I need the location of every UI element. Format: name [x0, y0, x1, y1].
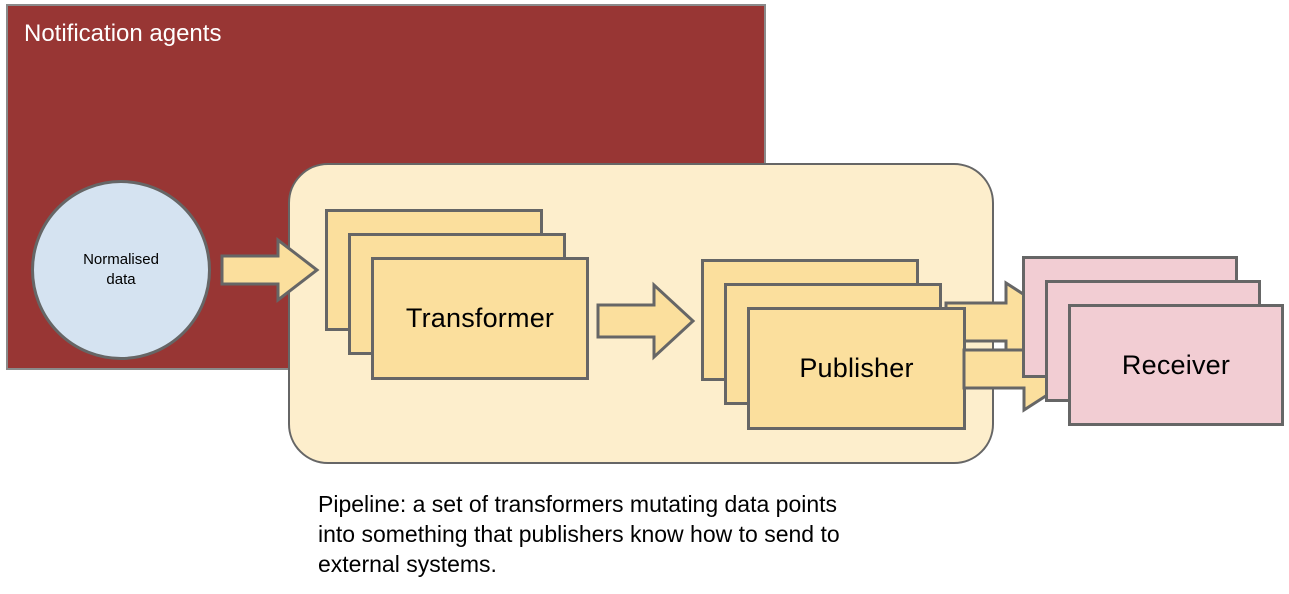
normalised-data-label-line2: data [106, 271, 136, 288]
notification-agents-label: Notification agents [24, 20, 222, 47]
receiver-stack: Receiver [1022, 256, 1288, 431]
arrow-transformer-to-publisher [596, 281, 696, 361]
caption-line-1: Pipeline: a set of transformers mutating… [318, 491, 838, 517]
normalised-data-node: Normalised data [31, 180, 211, 360]
transformer-card-front: Transformer [371, 257, 589, 380]
receiver-card-front: Receiver [1068, 304, 1284, 426]
transformer-stack: Transformer [325, 209, 595, 384]
normalised-data-label-line1: Normalised [83, 251, 159, 268]
caption-line-2: into something that publishers know how … [318, 521, 840, 547]
caption-line-3: external systems. [318, 551, 497, 577]
transformer-label: Transformer [405, 303, 555, 333]
publisher-stack: Publisher [701, 259, 971, 434]
pipeline-caption: Pipeline: a set of transformers mutating… [318, 489, 998, 579]
publisher-card-front: Publisher [747, 307, 966, 430]
publisher-label: Publisher [799, 353, 914, 383]
arrow-data-to-pipeline [220, 236, 320, 304]
receiver-label: Receiver [1121, 349, 1231, 380]
